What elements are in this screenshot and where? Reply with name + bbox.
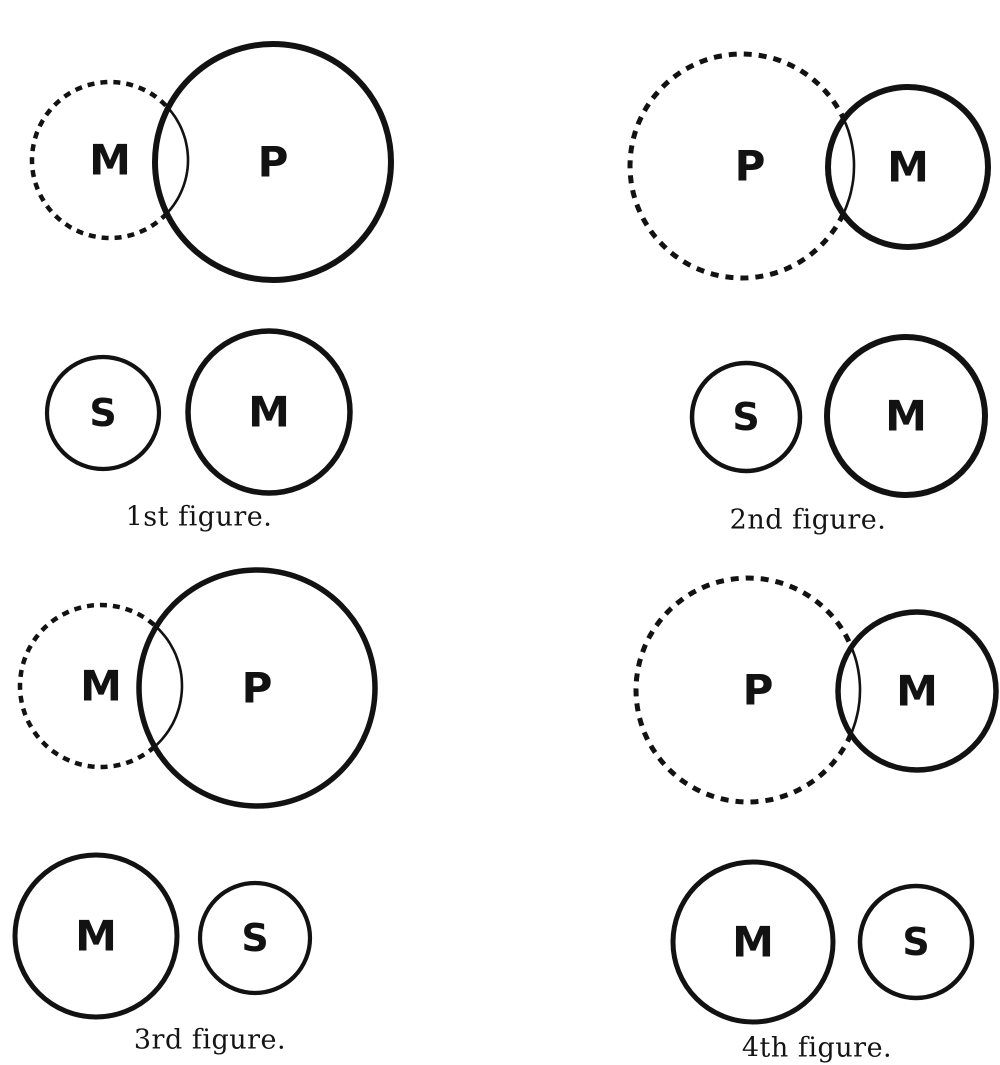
3rd-figure-circle-label-S: S	[241, 916, 268, 960]
4th-figure-circle-label-M: M	[896, 667, 938, 716]
1st-figure-circle-label-M: M	[248, 388, 290, 437]
4th-figure-circle-label-S: S	[902, 920, 929, 964]
3rd-figure-overlap-arc	[153, 625, 184, 748]
2nd-figure-circle-S-outline	[689, 360, 803, 474]
1st-figure-circle-label-S: S	[89, 391, 116, 435]
4th-figure-circle-M-outline	[670, 859, 836, 1025]
2nd-figure-circle-label-M: M	[887, 143, 929, 192]
figure-3-caption: 3rd figure.	[133, 1024, 287, 1056]
3rd-figure-circle-M-dashed-outline	[17, 602, 158, 770]
1st-figure-circle-label-P: P	[258, 138, 289, 187]
3rd-figure-circle-P-outline	[136, 567, 378, 809]
2nd-figure-circle-P-dashed-outline	[627, 51, 847, 281]
4th-figure-circle-label-P: P	[743, 666, 774, 715]
3rd-figure-circle-M-outline	[12, 852, 180, 1020]
1st-figure-circle-P-outline	[152, 41, 394, 283]
3rd-figure-circle-label-P: P	[242, 664, 273, 713]
2nd-figure-circle-M-outline	[825, 84, 991, 250]
3rd-figure-circle-S-outline	[197, 880, 313, 996]
figure-1-caption: 1st figure.	[125, 501, 273, 533]
1st-figure-circle-M-dashed-outline	[29, 79, 170, 241]
2nd-figure-circle-label-M: M	[885, 392, 927, 441]
4th-figure-circle-M-outline	[835, 609, 999, 773]
4th-figure-overlap-arc	[849, 646, 862, 735]
4th-figure-circle-P-dashed-outline	[633, 575, 854, 805]
1st-figure-circle-M-outline	[185, 328, 353, 496]
3rd-figure-circle-label-M: M	[80, 662, 122, 711]
figure-2-caption: 2nd figure.	[729, 504, 887, 536]
1st-figure-circle-S-outline	[44, 354, 162, 472]
4th-figure-circle-S-outline	[857, 883, 975, 1001]
2nd-figure-circle-label-S: S	[732, 395, 759, 439]
figure-4-caption: 4th figure.	[741, 1032, 893, 1064]
2nd-figure-circle-M-outline	[824, 334, 988, 498]
1st-figure-circle-label-M: M	[89, 136, 131, 185]
4th-figure-circle-label-M: M	[732, 918, 774, 967]
1st-figure-overlap-arc	[165, 107, 190, 215]
3rd-figure-circle-label-M: M	[75, 912, 117, 961]
2nd-figure-overlap-arc	[842, 118, 856, 215]
2nd-figure-circle-label-P: P	[735, 142, 766, 191]
